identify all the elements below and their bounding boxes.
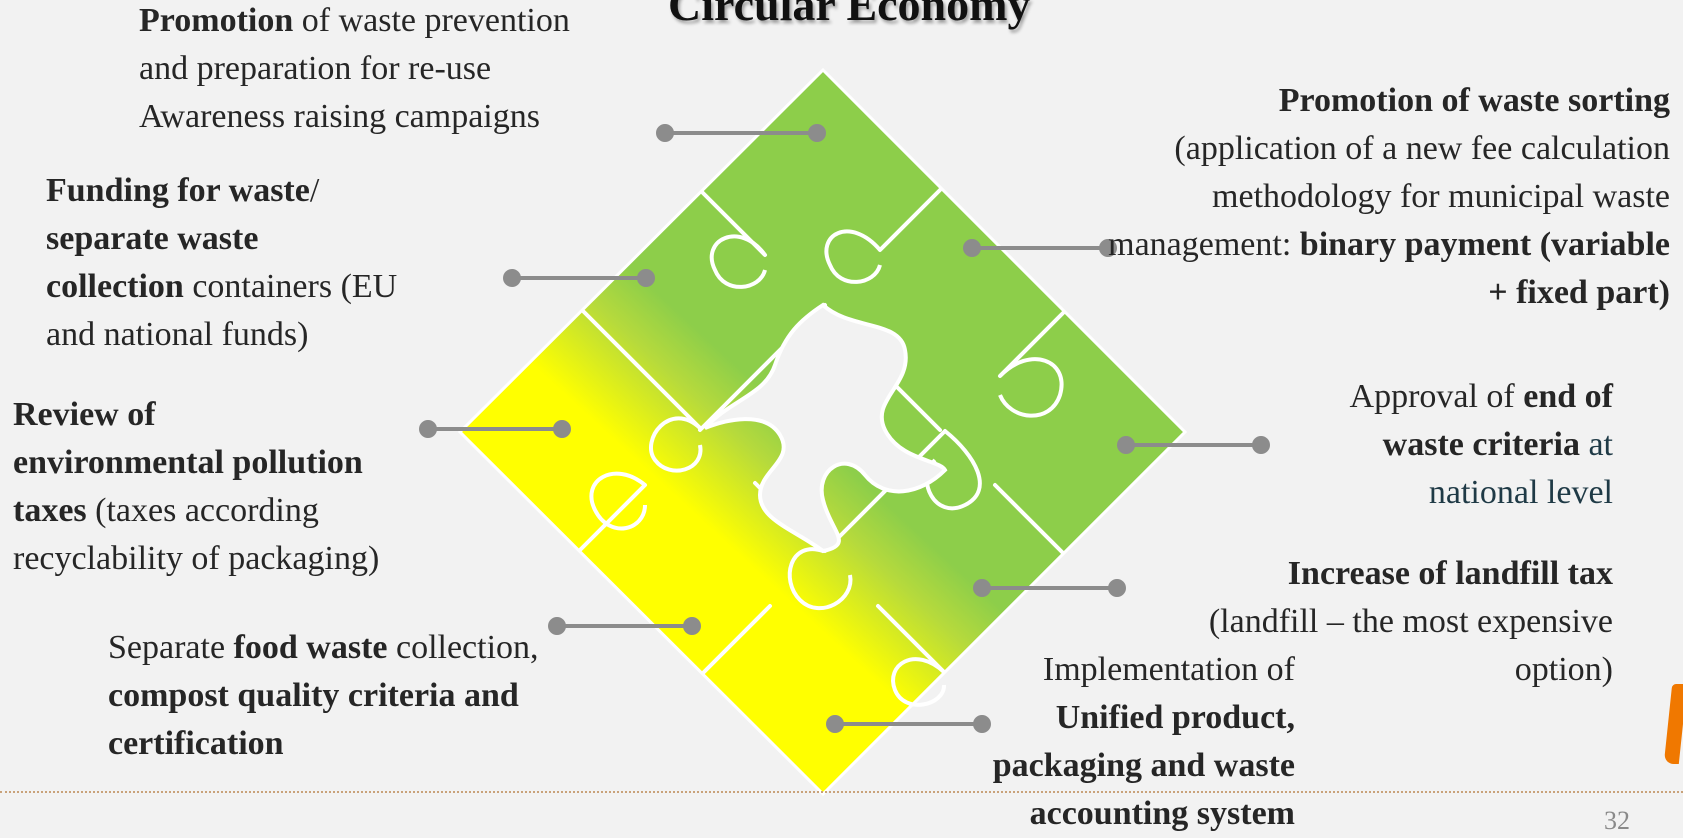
page-title: Circular Economy bbox=[668, 0, 1031, 30]
knob-5 bbox=[787, 547, 853, 611]
label-bold: Review of bbox=[13, 396, 156, 433]
label-bold: food waste bbox=[233, 629, 388, 666]
label-bold: + fixed part) bbox=[1488, 274, 1670, 311]
item-review-taxes: Review of environmental pollution taxes … bbox=[13, 391, 379, 583]
label-bold: taxes bbox=[13, 492, 87, 529]
label-bold: waste criteria bbox=[1382, 426, 1580, 463]
label-text: Separate bbox=[108, 629, 234, 666]
label-bold: packaging and waste bbox=[992, 747, 1295, 784]
knob-3 bbox=[824, 229, 882, 284]
knob-6 bbox=[589, 471, 647, 531]
item-funding: Funding for waste/ separate waste collec… bbox=[46, 167, 397, 359]
label-bold: Funding for waste bbox=[46, 172, 310, 209]
knob-1 bbox=[649, 416, 703, 473]
label-line: (landfill – the most expensive bbox=[1208, 603, 1613, 640]
label-line: (application of a new fee calculation bbox=[1174, 130, 1670, 167]
label-line: Implementation of bbox=[1042, 651, 1295, 688]
knob-7 bbox=[891, 657, 947, 707]
label-line: and preparation for re-use bbox=[139, 50, 492, 87]
label-line: option) bbox=[1514, 651, 1613, 688]
label-bold: compost quality criteria and bbox=[108, 677, 519, 714]
label-bold: accounting system bbox=[1029, 795, 1295, 832]
center-hole bbox=[703, 302, 948, 554]
label-bold: binary payment (variable bbox=[1299, 226, 1670, 263]
item-promotion-prevention: Promotion of waste prevention and prepar… bbox=[139, 0, 570, 141]
label-text: collection, bbox=[387, 629, 539, 666]
label-line: methodology for municipal waste bbox=[1212, 178, 1670, 215]
item-accounting: Implementation of Unified product, packa… bbox=[993, 646, 1295, 838]
label-bold: Increase of landfill tax bbox=[1287, 555, 1613, 592]
label-text: Approval of bbox=[1349, 378, 1524, 415]
footer-divider bbox=[0, 791, 1683, 793]
label-text: management: bbox=[1108, 226, 1300, 263]
label-line: and national funds) bbox=[46, 316, 309, 353]
item-end-of-waste: Approval of end of waste criteria at nat… bbox=[1350, 373, 1613, 517]
label-bold: end of bbox=[1523, 378, 1613, 415]
label-bold: certification bbox=[108, 725, 284, 762]
label-line: recyclability of packaging) bbox=[13, 540, 380, 577]
knob-4 bbox=[998, 357, 1064, 418]
label-text: / bbox=[309, 172, 320, 209]
page-number: 32 bbox=[1604, 806, 1630, 835]
item-landfill-tax: Increase of landfill tax (landfill – the… bbox=[1209, 550, 1613, 694]
item-food-waste: Separate food waste collection, compost … bbox=[108, 624, 539, 768]
label-text: at bbox=[1579, 426, 1613, 463]
label-text: (taxes according bbox=[86, 492, 319, 529]
label-bold: Promotion of waste sorting bbox=[1278, 82, 1670, 119]
label-text: of waste prevention bbox=[293, 2, 570, 39]
label-line: Awareness raising campaigns bbox=[139, 98, 540, 135]
knob-2 bbox=[709, 234, 767, 289]
label-line: national level bbox=[1428, 474, 1613, 511]
label-bold: collection bbox=[46, 268, 184, 305]
label-text: containers (EU bbox=[183, 268, 398, 305]
label-bold: Unified product, bbox=[1055, 699, 1295, 736]
label-bold: Promotion bbox=[139, 2, 294, 39]
label-bold: separate waste bbox=[46, 220, 259, 257]
label-bold: environmental pollution bbox=[13, 444, 363, 481]
item-waste-sorting: Promotion of waste sorting (application … bbox=[1108, 77, 1670, 317]
